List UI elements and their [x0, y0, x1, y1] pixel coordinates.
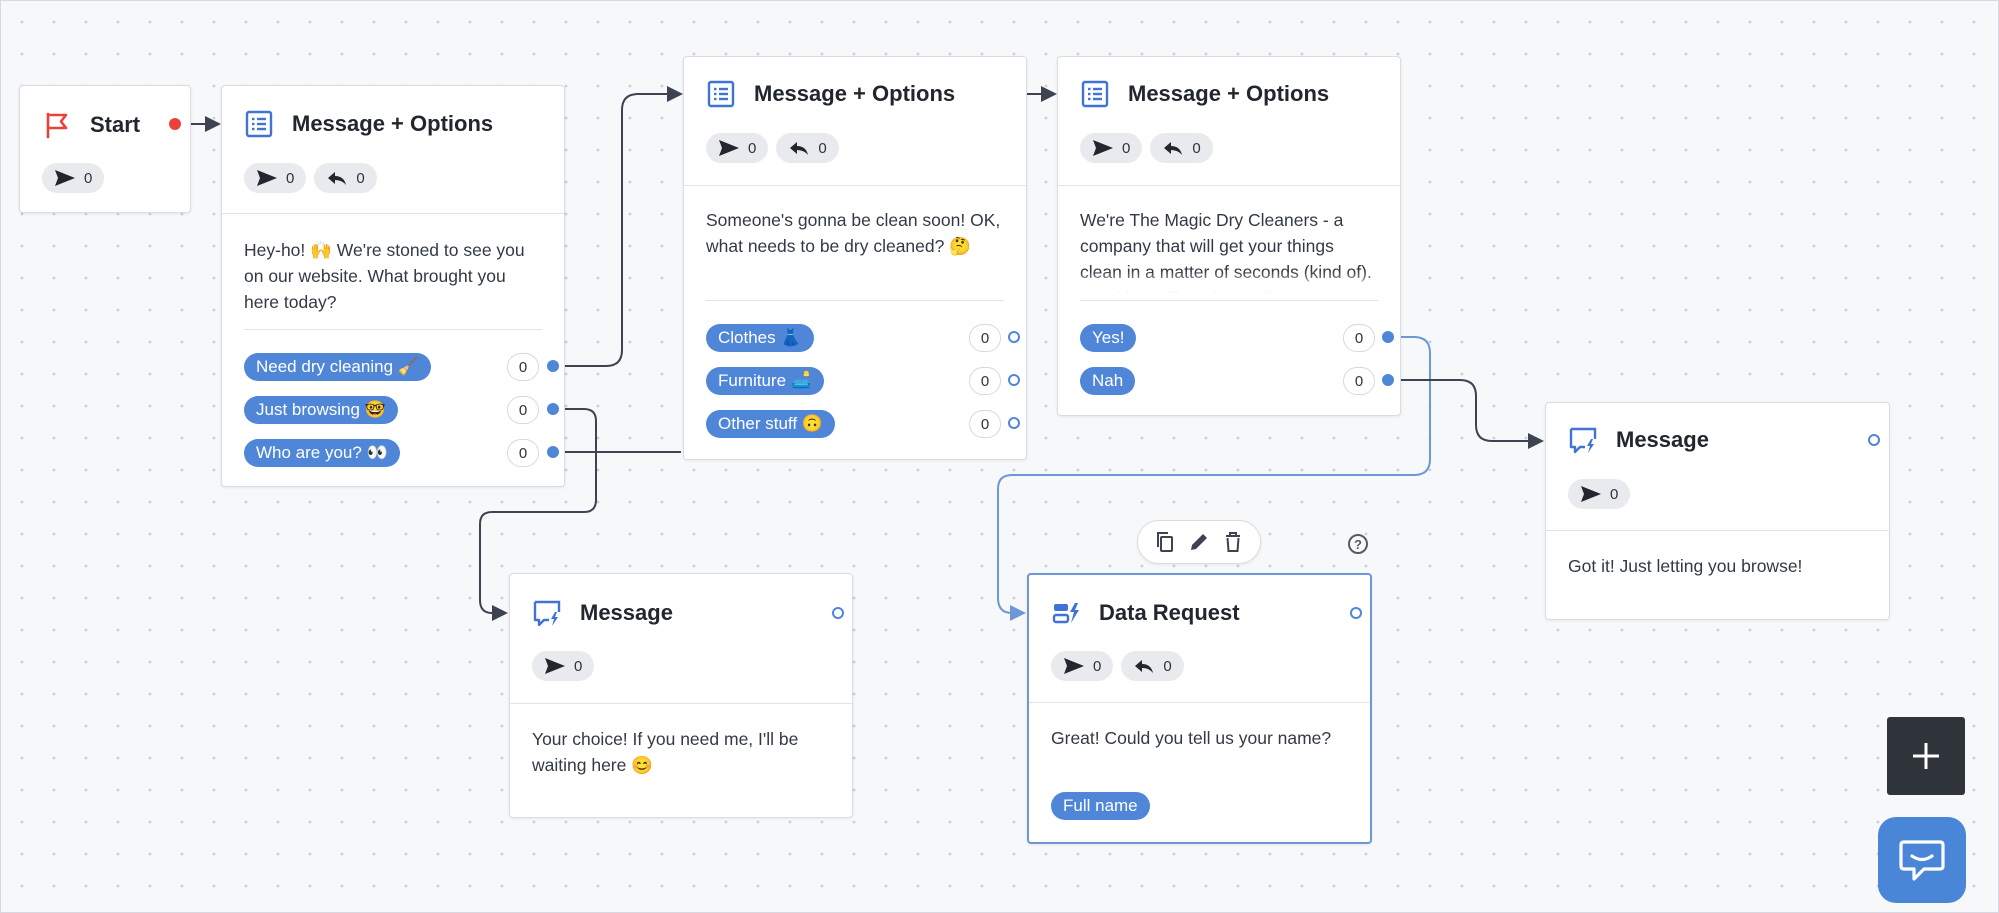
sent-count-badge: 0	[1080, 133, 1143, 163]
node-title: Message + Options	[292, 111, 494, 136]
help-icon[interactable]: ?	[1348, 534, 1368, 554]
message-icon	[533, 600, 561, 627]
message-text: We're The Magic Dry Cleaners - a company…	[1080, 207, 1380, 293]
message-text: Got it! Just letting you browse!	[1568, 556, 1803, 576]
chat-widget-button[interactable]	[1878, 817, 1966, 903]
option-count: 0	[507, 439, 539, 467]
option-output-port[interactable]	[1008, 374, 1020, 386]
start-output-port[interactable]	[169, 118, 181, 130]
add-node-button[interactable]	[1887, 717, 1965, 795]
option-count: 0	[969, 367, 1001, 395]
node-title: Message + Options	[1128, 81, 1330, 106]
sent-count-badge: 0	[42, 163, 105, 193]
option-count: 0	[1343, 367, 1375, 395]
option-count: 0	[507, 353, 539, 381]
reply-count-badge: 0	[776, 133, 839, 163]
option-output-port[interactable]	[1008, 417, 1020, 429]
option-output-port[interactable]	[547, 360, 559, 372]
option-count: 0	[507, 396, 539, 424]
option-button[interactable]: Other stuff 🙃	[706, 410, 835, 438]
list-icon	[707, 80, 735, 108]
pencil-icon[interactable]	[1188, 531, 1210, 553]
copy-icon[interactable]	[1154, 531, 1176, 553]
message-options-node-3[interactable]: Message + Options 0 0 We're The Magic Dr…	[1057, 56, 1401, 416]
sent-count-badge: 0	[706, 133, 769, 163]
reply-icon	[1135, 660, 1154, 673]
reply-icon	[328, 172, 347, 185]
message-node-browse[interactable]: Message 0 Your choice! If you need me, I…	[509, 573, 853, 818]
start-node[interactable]: Start 0	[19, 85, 191, 213]
option-button[interactable]: Furniture 🛋️	[706, 367, 824, 395]
option-button[interactable]: Just browsing 🤓	[244, 396, 398, 424]
sent-count-badge: 0	[1568, 479, 1631, 509]
message-node-right[interactable]: Message 0 Got it! Just letting you brows…	[1545, 402, 1890, 620]
data-request-node[interactable]: Data Request 0 0 Great! Could you tell u…	[1027, 573, 1372, 844]
sent-count-badge: 0	[244, 163, 307, 193]
option-button[interactable]: Clothes 👗	[706, 324, 814, 352]
message-output-port[interactable]	[1868, 434, 1880, 446]
option-output-port[interactable]	[1382, 374, 1394, 386]
chat-icon	[1899, 840, 1945, 881]
send-icon	[1093, 140, 1113, 156]
sent-count-badge: 0	[1051, 651, 1114, 681]
message-text: Hey-ho! 🙌 We're stoned to see you on our…	[244, 240, 525, 312]
option-button[interactable]: Yes!	[1080, 324, 1137, 352]
option-count: 0	[969, 410, 1001, 438]
data-request-icon	[1052, 603, 1079, 624]
reply-count-badge: 0	[1150, 133, 1213, 163]
node-toolbar	[1137, 520, 1261, 564]
message-text: Someone's gonna be clean soon! OK, what …	[706, 210, 1001, 256]
flag-icon	[46, 112, 68, 139]
message-icon	[1569, 427, 1597, 454]
reply-icon	[790, 142, 809, 155]
node-title: Data Request	[1099, 600, 1240, 625]
send-icon	[257, 170, 277, 186]
option-button[interactable]: Who are you? 👀	[244, 439, 400, 467]
reply-count-badge: 0	[1121, 651, 1184, 681]
reply-count-badge: 0	[314, 163, 377, 193]
send-icon	[545, 658, 565, 674]
data-field-tag[interactable]: Full name	[1051, 792, 1150, 820]
option-output-port[interactable]	[547, 446, 559, 458]
option-count: 0	[969, 324, 1001, 352]
message-text: Your choice! If you need me, I'll be wai…	[532, 729, 799, 775]
node-title: Message	[580, 600, 673, 625]
message-options-node-1[interactable]: Message + Options 0 0 Hey-ho! 🙌 We're st…	[221, 85, 565, 487]
list-icon	[245, 110, 273, 138]
send-icon	[1581, 486, 1601, 502]
node-title: Start	[90, 112, 141, 137]
option-output-port[interactable]	[1382, 331, 1394, 343]
option-count: 0	[1343, 324, 1375, 352]
data-request-output-port[interactable]	[1350, 607, 1362, 619]
option-button[interactable]: Nah	[1080, 367, 1136, 395]
send-icon	[55, 170, 75, 186]
node-title: Message + Options	[754, 81, 956, 106]
list-icon	[1081, 80, 1109, 108]
send-icon	[719, 140, 739, 156]
sent-count-badge: 0	[532, 651, 595, 681]
send-icon	[1064, 658, 1084, 674]
message-options-node-2[interactable]: Message + Options 0 0 Someone's gonna be…	[683, 56, 1027, 460]
option-button[interactable]: Need dry cleaning 🧹	[244, 353, 431, 381]
option-output-port[interactable]	[547, 403, 559, 415]
plus-icon	[1913, 743, 1939, 769]
option-output-port[interactable]	[1008, 331, 1020, 343]
message-output-port[interactable]	[832, 607, 844, 619]
message-text: Great! Could you tell us your name?	[1051, 728, 1332, 748]
reply-icon	[1164, 142, 1183, 155]
trash-icon[interactable]	[1222, 531, 1244, 553]
node-title: Message	[1616, 427, 1709, 452]
